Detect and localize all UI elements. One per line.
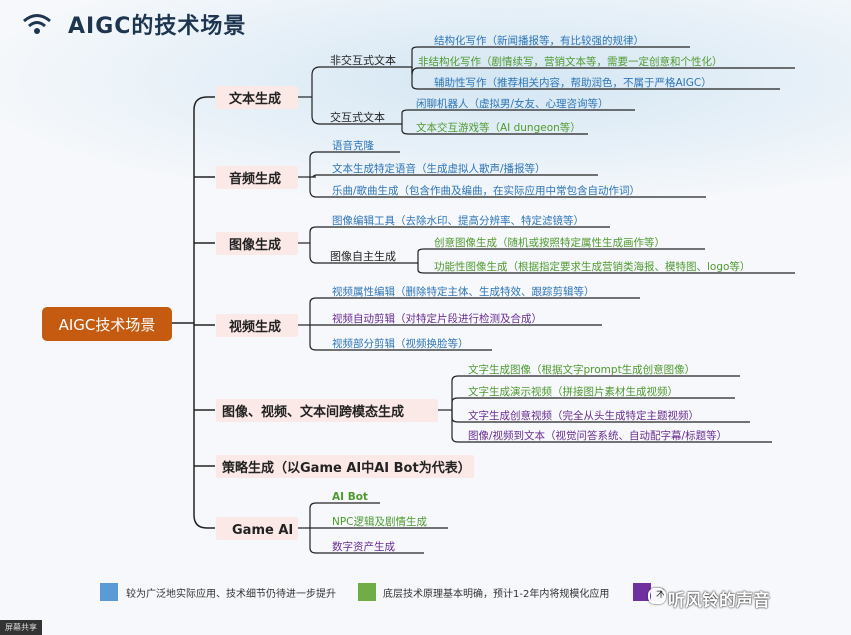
subcategory-noninteractive-text: 非交互式文本 — [330, 53, 396, 67]
category-box-gameai — [216, 517, 298, 540]
leaf-creative-image: 创意图像生成（随机或按照特定属性生成画作等） — [434, 236, 665, 249]
root-node — [42, 307, 172, 341]
leaf-video-auto-editing: 视频自动剪辑（对特定片段进行检测及合成） — [332, 312, 542, 325]
leaf-text-to-image: 文字生成图像（根据文字prompt生成创意图像） — [468, 363, 695, 376]
category-box-video — [216, 314, 298, 337]
leaf-video-partial-editing: 视频部分剪辑（视频换脸等） — [332, 337, 469, 350]
root-label: AIGC技术场景 — [59, 316, 156, 334]
category-nodes: 文本生成 音频生成 图像生成 视频生成 图像、视频、文本间跨模态生成 策略生成（… — [216, 86, 474, 540]
root-connectors — [172, 96, 215, 529]
leaf-music-generation: 乐曲/歌曲生成（包含作曲及编曲，在实际应用中常包含自动作词） — [332, 184, 640, 197]
leaf-text-to-demo-video: 文字生成演示视频（拼接图片素材生成视频） — [468, 385, 678, 398]
leaf-image-editing: 图像编辑工具（去除水印、提高分辨率、特定滤镜等） — [332, 214, 584, 227]
leaf-npc-logic: NPC逻辑及剧情生成 — [332, 515, 428, 528]
category-box-text — [216, 86, 298, 109]
wifi-icon — [23, 14, 51, 34]
category-strategy-generation: 策略生成（以Game AI中AI Bot为代表） — [222, 460, 471, 476]
leaf-text-to-creative-video: 文字生成创意视频（完全从头生成特定主题视频） — [468, 409, 699, 422]
category-audio-generation: 音频生成 — [229, 171, 281, 187]
legend-label-blue: 较为广泛地实际应用、技术细节仍待进一步提升 — [126, 589, 336, 600]
leaf-labels: 结构化写作（新闻播报等，有比较强的规律） 非结构化写作（剧情续写，营销文本等，需… — [332, 34, 750, 553]
legend-label-green: 底层技术原理基本明确，预计1-2年内将规模化应用 — [383, 589, 610, 600]
legend-swatch-purple — [633, 583, 651, 601]
leaf-video-attribute-editing: 视频属性编辑（删除特定主体、生成特效、跟踪剪辑等） — [332, 285, 595, 298]
leaf-functional-image: 功能性图像生成（根据指定要求生成营销类海报、模特图、logo等） — [434, 260, 750, 273]
leaf-ai-bot: AI Bot — [332, 491, 368, 503]
category-video-generation: 视频生成 — [229, 319, 281, 335]
category-box-strategy — [216, 455, 474, 478]
category-text-generation: 文本生成 — [229, 91, 281, 107]
chat-bubble-icon — [648, 588, 666, 604]
watermark: 听风铃的声音 — [668, 591, 770, 611]
legend-swatch-blue — [100, 583, 118, 601]
subcategory-image-autonomous: 图像自主生成 — [330, 249, 396, 263]
category-image-generation: 图像生成 — [229, 237, 281, 253]
legend-swatch-green — [358, 583, 376, 601]
leaf-unstructured-writing: 非结构化写作（剧情续写，营销文本等，需要一定创意和个性化） — [418, 55, 723, 68]
cloud-background — [0, 0, 851, 200]
leaf-chatbot: 闲聊机器人（虚拟男/女友、心理咨询等） — [416, 97, 609, 110]
branch-connectors — [298, 46, 795, 554]
leaf-assistive-writing: 辅助性写作（推荐相关内容，帮助润色，不属于严格AIGC） — [434, 76, 712, 89]
screen-share-tag: 屏幕共享 — [0, 620, 42, 635]
leaf-text-to-speech: 文本生成特定语音（生成虚拟人歌声/播报等） — [332, 162, 546, 175]
leaf-image-video-to-text: 图像/视频到文本（视觉问答系统、自动配字幕/标题等） — [468, 429, 727, 442]
category-box-audio — [216, 166, 298, 189]
leaf-voice-clone: 语音克隆 — [332, 139, 374, 152]
page-title: AIGC的技术场景 — [68, 14, 247, 39]
leaf-digital-assets: 数字资产生成 — [332, 540, 395, 553]
category-box-image — [216, 232, 298, 255]
category-game-ai: Game AI — [232, 523, 293, 538]
category-crossmodal-generation: 图像、视频、文本间跨模态生成 — [222, 404, 404, 420]
category-box-crossmodal — [216, 399, 438, 422]
leaf-structured-writing: 结构化写作（新闻播报等，有比较强的规律） — [434, 34, 644, 47]
leaf-text-game: 文本交互游戏等（AI dungeon等） — [416, 121, 581, 134]
subcategory-interactive-text: 交互式文本 — [330, 110, 385, 124]
